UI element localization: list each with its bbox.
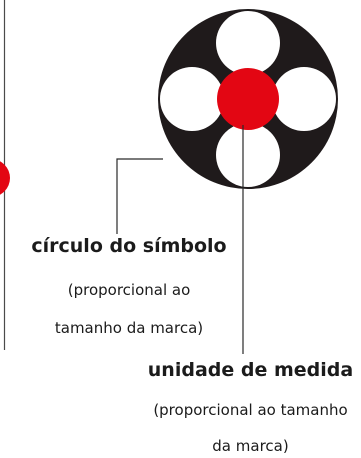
unit-title: unidade de medida	[147, 359, 354, 381]
unit-circle-right	[272, 67, 336, 131]
unit-note-line1: (proporcional ao tamanho	[153, 401, 348, 419]
unit-circle-bottom	[216, 123, 280, 187]
center-circle	[217, 68, 279, 130]
unit-circle-top	[216, 11, 280, 75]
unit-circle-left	[160, 67, 224, 131]
symbol-circle-title: círculo do símbolo	[31, 235, 227, 257]
symbol-circle-leader-line	[116, 158, 163, 234]
unit-note-line2: da marca)	[212, 437, 289, 455]
symbol-circle-note-line1: (proporcional ao	[67, 281, 191, 299]
symbol-circle-note-line2: tamanho da marca)	[54, 319, 204, 337]
partial-red-circle	[0, 161, 10, 195]
